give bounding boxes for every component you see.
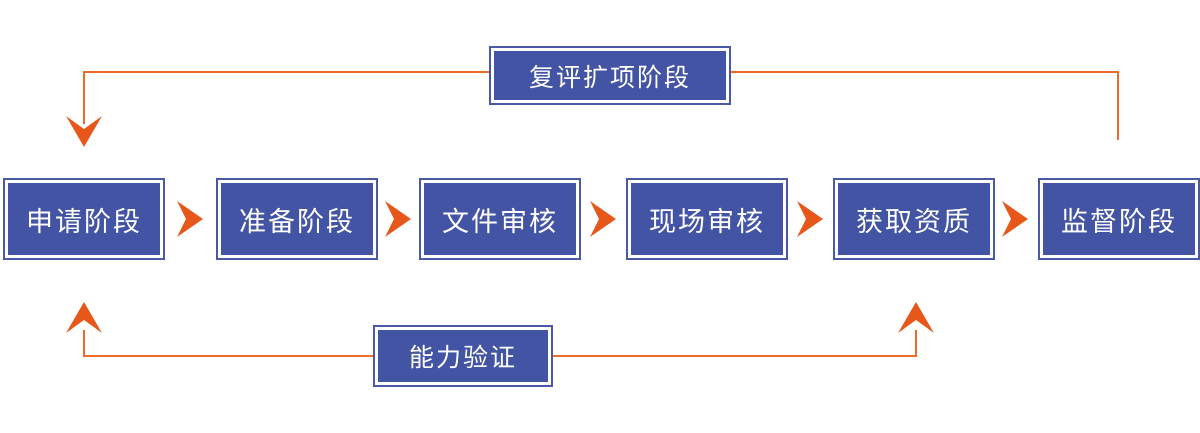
up-arrow-icon bbox=[898, 302, 934, 333]
bottom-loop-label-box: 能力验证 bbox=[375, 327, 551, 385]
stage-label: 文件审核 bbox=[442, 206, 558, 237]
right-chevron-icon bbox=[590, 201, 616, 237]
stage-application: 申请阶段 bbox=[5, 180, 163, 258]
stage-preparation: 准备阶段 bbox=[218, 180, 376, 258]
stage-obtain-qualification: 获取资质 bbox=[835, 180, 993, 258]
up-arrow-icon bbox=[66, 302, 102, 333]
right-chevron-icon bbox=[1002, 201, 1028, 237]
right-chevron-icon bbox=[797, 201, 823, 237]
loop-label: 能力验证 bbox=[408, 344, 517, 372]
stage-label: 现场审核 bbox=[649, 206, 765, 237]
loop-label: 复评扩项阶段 bbox=[528, 63, 691, 92]
top-loop-label-box: 复评扩项阶段 bbox=[491, 48, 729, 103]
stage-label: 准备阶段 bbox=[239, 206, 355, 237]
stage-onsite-review: 现场审核 bbox=[628, 180, 786, 258]
down-arrow-icon bbox=[66, 116, 102, 147]
stage-label: 监督阶段 bbox=[1061, 206, 1177, 237]
stage-label: 获取资质 bbox=[856, 206, 972, 237]
stage-label: 申请阶段 bbox=[26, 206, 142, 237]
stage-document-review: 文件审核 bbox=[421, 180, 579, 258]
right-chevron-icon bbox=[385, 201, 411, 237]
stage-supervision: 监督阶段 bbox=[1040, 180, 1198, 258]
right-chevron-icon bbox=[177, 201, 203, 237]
